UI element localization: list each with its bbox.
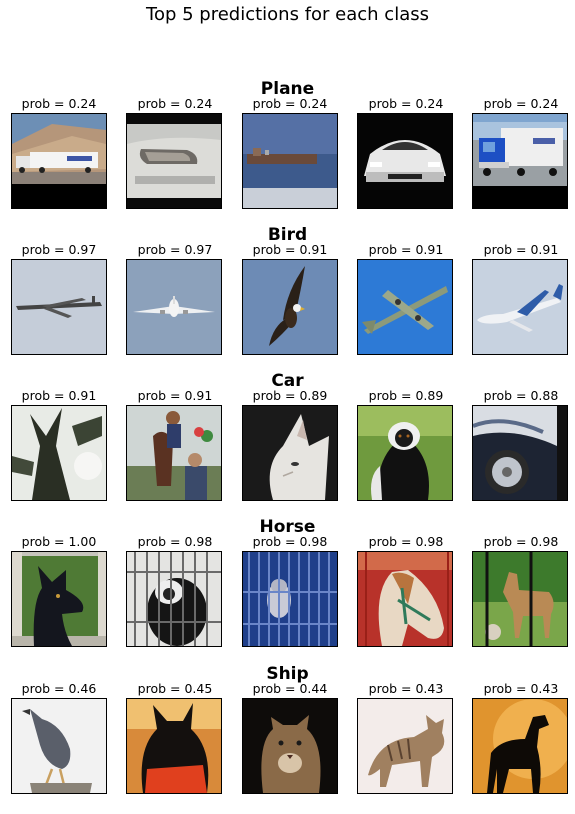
prob-label: prob = 0.46 [21,681,97,696]
animal-in-cage-image [126,551,222,647]
white-cat-image [242,405,338,501]
row-title-plane: Plane [260,79,315,99]
dog-in-life-vest-image [126,698,222,794]
tabby-cat-image [357,698,453,794]
row-title-bird: Bird [267,225,308,245]
prob-label: prob = 0.98 [368,534,444,549]
prob-label: prob = 0.97 [137,242,213,257]
prob-label: prob = 0.91 [137,388,213,403]
prob-label: prob = 0.98 [252,534,328,549]
blue-truck-image [472,113,568,209]
row-title-car: Car [271,371,304,391]
deer-image [472,551,568,647]
vintage-car-image [472,405,568,501]
horse-head-image [357,551,453,647]
black-dog-image [11,551,107,647]
propeller-plane-image [11,259,107,355]
prob-label: prob = 0.43 [483,681,559,696]
prob-label: prob = 0.44 [252,681,328,696]
car-headlight-image [126,113,222,209]
row-title-ship: Ship [266,664,309,684]
prob-label: prob = 1.00 [21,534,97,549]
prob-label: prob = 0.91 [21,388,97,403]
horse-silhouette-image [472,698,568,794]
prob-label: prob = 0.89 [252,388,328,403]
prob-label: prob = 0.91 [368,242,444,257]
prob-label: prob = 0.89 [368,388,444,403]
prob-label: prob = 0.24 [368,96,444,111]
prob-label: prob = 0.98 [483,534,559,549]
small-bird-image [11,698,107,794]
ship-on-water-image [242,113,338,209]
prob-label: prob = 0.43 [368,681,444,696]
monkey-image [357,405,453,501]
prob-label: prob = 0.24 [252,96,328,111]
airliner-image [472,259,568,355]
jet-plane-front-image [126,259,222,355]
bird-in-cage-image [242,551,338,647]
prob-label: prob = 0.97 [21,242,97,257]
prob-label: prob = 0.45 [137,681,213,696]
person-with-horse-image [126,405,222,501]
prob-label: prob = 0.91 [252,242,328,257]
row-title-horse: Horse [259,517,316,537]
bomber-plane-image [357,259,453,355]
cougar-image [242,698,338,794]
prob-label: prob = 0.24 [21,96,97,111]
eagle-image [242,259,338,355]
prob-label: prob = 0.91 [483,242,559,257]
truck-on-road-image [11,113,107,209]
white-sports-car-image [357,113,453,209]
prob-label: prob = 0.24 [137,96,213,111]
prob-label: prob = 0.98 [137,534,213,549]
prob-label: prob = 0.24 [483,96,559,111]
figure-title: Top 5 predictions for each class [146,4,429,25]
prob-label: prob = 0.88 [483,388,559,403]
tree-image [11,405,107,501]
